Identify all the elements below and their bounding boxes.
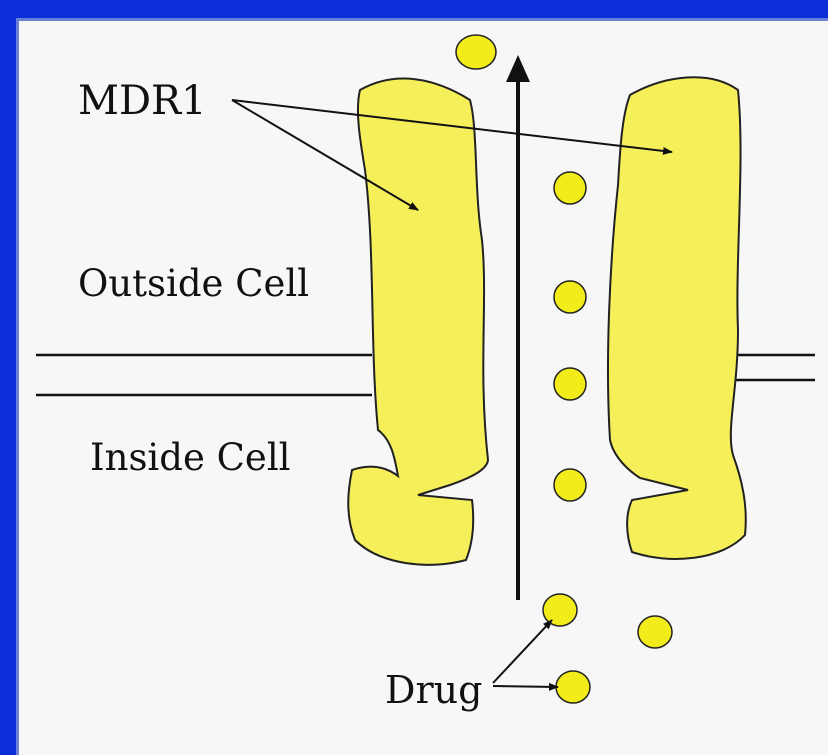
drug-label: Drug (385, 668, 482, 712)
outside-cell-label: Outside Cell (78, 262, 309, 305)
mdr1-label: MDR1 (78, 78, 207, 124)
drug-molecule (554, 368, 586, 400)
drug-molecule (554, 281, 586, 313)
drug-molecule (556, 671, 590, 703)
drug-pointer-lower (493, 686, 558, 687)
drug-molecule (554, 172, 586, 204)
drug-molecule (456, 35, 496, 69)
transport-arrow-head (506, 55, 530, 82)
drug-molecule (543, 594, 577, 626)
drug-pointer-upper (493, 620, 552, 683)
inside-cell-label: Inside Cell (90, 436, 290, 479)
mdr1-protein-left (348, 79, 488, 565)
mdr1-protein-right (608, 77, 746, 559)
drug-molecule (554, 469, 586, 501)
drug-molecule (638, 616, 672, 648)
